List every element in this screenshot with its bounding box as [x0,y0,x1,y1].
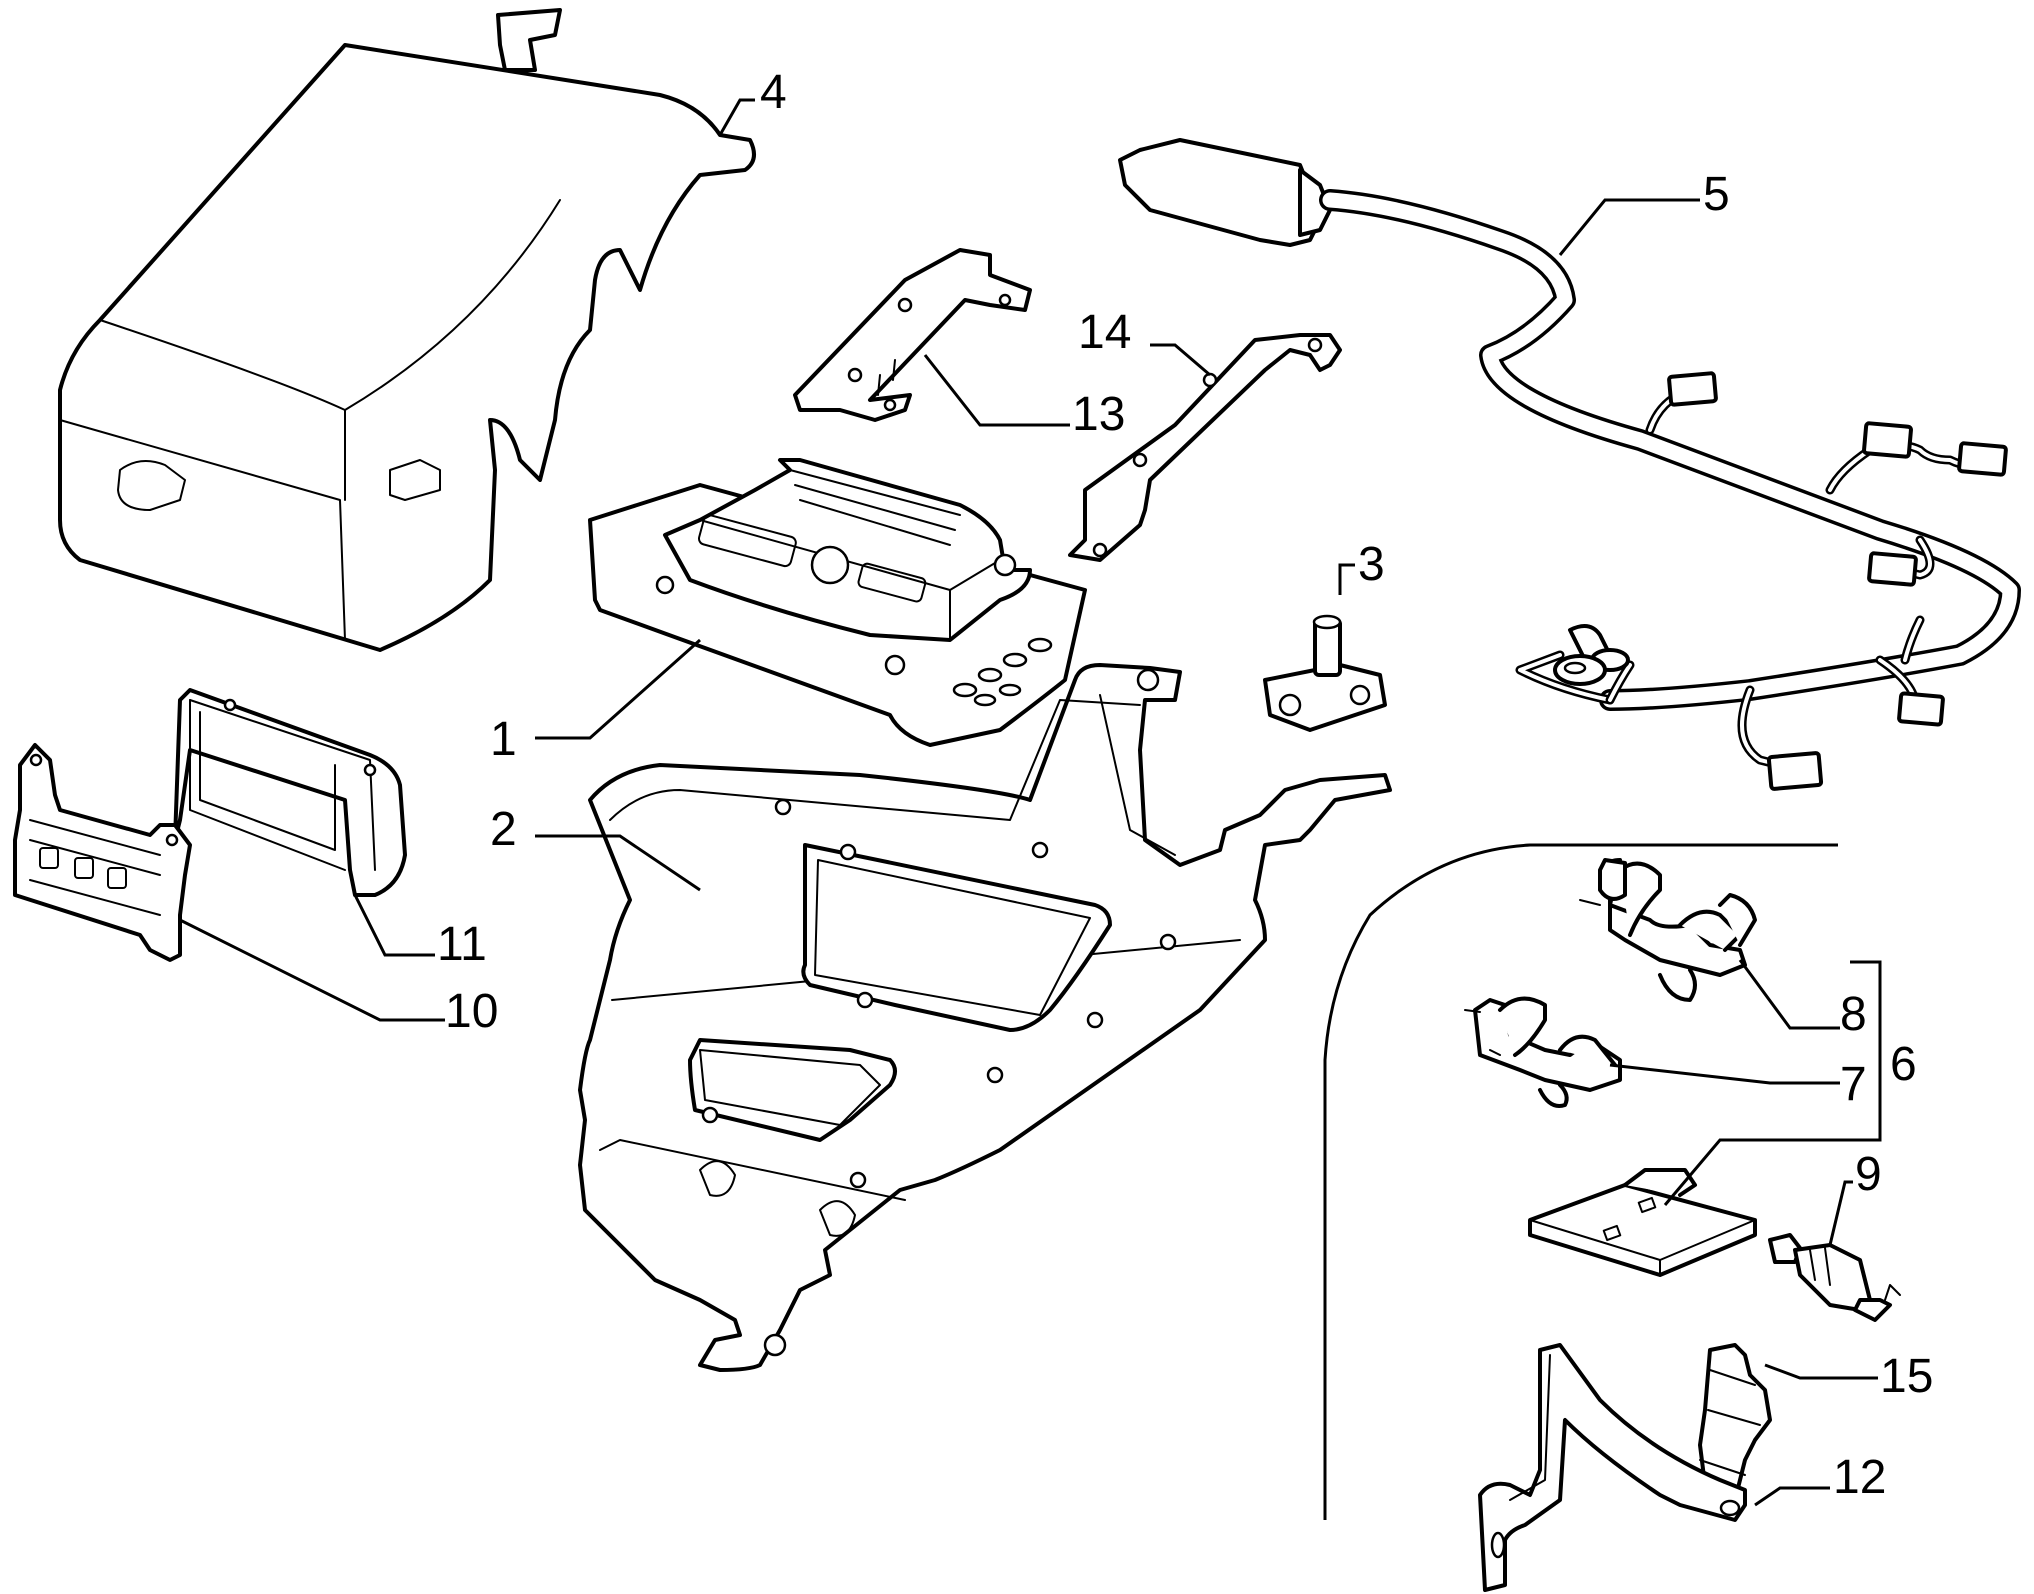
part-10-holder-bar [13,743,192,962]
part-14-bracket [1068,333,1342,562]
callout-15: 15 [1880,1350,1933,1403]
divider-arc [1323,843,1838,1520]
callout-2: 2 [490,803,517,856]
group-6-bracket [1663,960,1882,1206]
part-7-clips [1464,996,1622,1108]
leader-lines [179,98,1878,1507]
part-4-cover [58,8,756,652]
part-5-wiring-harness [1118,138,2021,791]
part-1-control-unit [588,458,1087,747]
part-15-clip [1698,1343,1772,1507]
part-8-clips [1579,858,1757,1002]
part-3-fitting [1263,614,1387,732]
callout-4: 4 [760,66,787,119]
callout-13: 13 [1072,388,1125,441]
part-2-mounting-tray [578,663,1392,1372]
callout-11: 11 [437,918,487,971]
part-6-plate [1528,1168,1757,1277]
part-12-support-bracket [1478,1343,1747,1592]
part-13-bracket [793,248,1032,422]
part-9-sensor [1768,1233,1901,1322]
callout-10: 10 [445,985,498,1038]
callout-1: 1 [490,713,517,766]
callout-6: 6 [1890,1038,1917,1091]
callout-7: 7 [1840,1058,1867,1111]
part-11-frame [173,688,407,897]
callout-3: 3 [1358,538,1385,591]
callout-14: 14 [1078,306,1131,359]
callout-8: 8 [1840,988,1867,1041]
callout-9: 9 [1855,1148,1882,1201]
callout-5: 5 [1703,168,1730,221]
callout-12: 12 [1833,1451,1886,1504]
callout-labels: 1 2 3 4 5 6 7 8 9 10 11 12 13 14 15 [437,66,1933,1504]
